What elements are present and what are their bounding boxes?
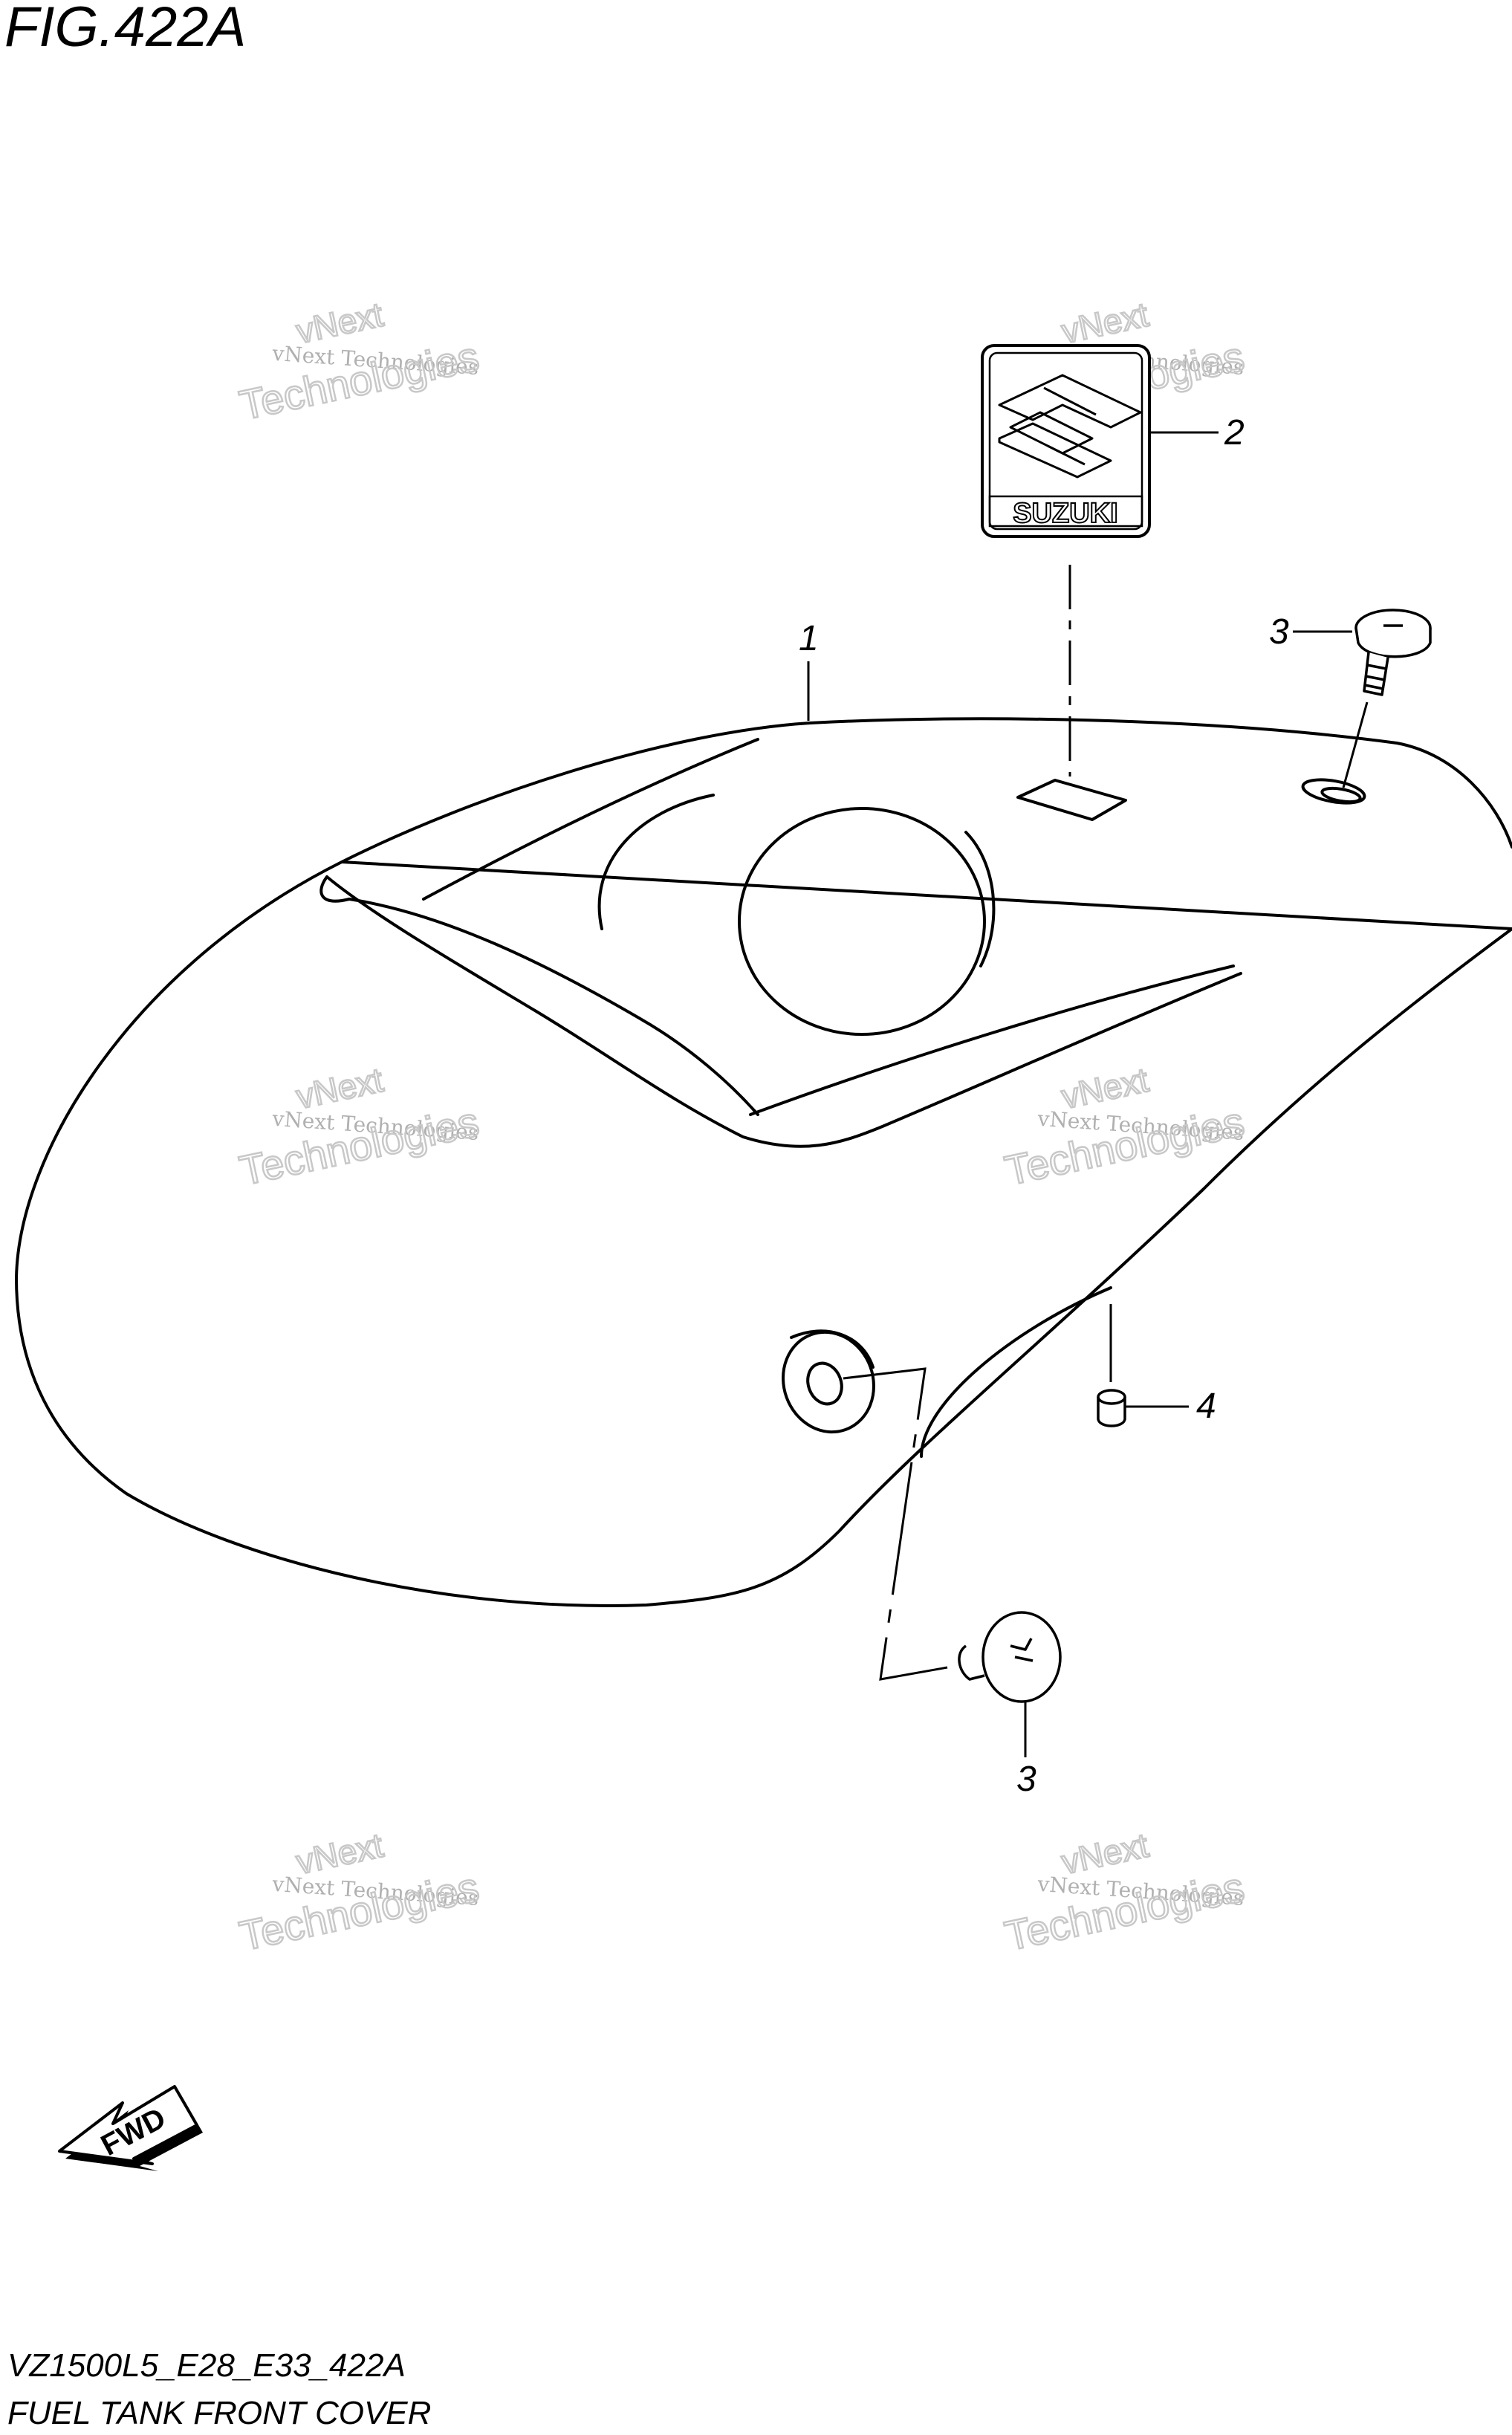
cover-center-dome-rim-right <box>964 831 996 967</box>
cover-center-dome-rim <box>597 794 715 930</box>
assembly-line-screw-bottom <box>843 1367 948 1681</box>
screw-top-thread <box>1364 664 1387 690</box>
suzuki-emblem[interactable]: SUZUKI <box>981 344 1151 538</box>
cover-ridge-left <box>348 898 759 1116</box>
callout-4: 4 <box>1196 1387 1216 1426</box>
screw-hole-top <box>1301 778 1366 805</box>
screw-hole-top-inner <box>1320 786 1362 804</box>
callout-2: 2 <box>1224 413 1245 453</box>
cover-inner-panel <box>325 875 1242 1148</box>
screw-bottom[interactable] <box>958 1611 1062 1703</box>
suzuki-s-logo-icon <box>998 374 1142 479</box>
watermark-big-text-1: vNext <box>1058 1060 1152 1116</box>
screw-top-shank <box>1363 652 1389 696</box>
emblem-text-plate <box>988 495 1143 528</box>
watermark-group: vNext Technologies vNext Technologies vN… <box>235 294 1249 1961</box>
emblem-recess <box>1016 779 1127 821</box>
cushion-body <box>1097 1397 1126 1427</box>
side-grommet <box>782 1330 875 1434</box>
cover-outline <box>15 717 1512 1607</box>
watermark-mr: vNext Technologies vNext Technologies <box>1000 1060 1249 1196</box>
cover-inner-panel-left <box>319 875 351 903</box>
watermark-big-text-1: vNext <box>1058 1826 1152 1881</box>
cover-center-dome <box>738 807 986 1036</box>
screw-top[interactable] <box>1354 609 1432 696</box>
cover-side-edge <box>920 1286 1112 1458</box>
cover-ridge-top <box>422 738 759 901</box>
screw-top-head-side <box>1354 627 1432 658</box>
watermark-tl: vNext Technologies vNext Technologies <box>235 294 484 430</box>
leader-lines <box>807 431 1369 1757</box>
assembly-line-screw-top <box>1342 701 1369 788</box>
watermark-br: vNext Technologies vNext Technologies <box>1000 1825 1249 1961</box>
side-grommet-inner <box>806 1361 843 1406</box>
figure-title: FIG.422A <box>4 0 246 59</box>
figure-caption: FUEL TANK FRONT COVER <box>7 2395 431 2431</box>
emblem-brand-text: SUZUKI <box>1013 498 1117 529</box>
screw-bottom-slot <box>1010 1638 1034 1662</box>
screw-bottom-tip <box>958 1644 985 1681</box>
callout-1: 1 <box>799 619 819 658</box>
forward-arrow-icon: FWD <box>58 2085 203 2171</box>
callout-3-bottom: 3 <box>1016 1760 1036 1799</box>
cushion-top <box>1097 1389 1126 1405</box>
watermark-ml: vNext Technologies vNext Technologies <box>235 1060 484 1196</box>
side-grommet-arc <box>790 1329 875 1369</box>
screw-bottom-head <box>981 1611 1062 1703</box>
model-code: VZ1500L5_E28_E33_422A <box>7 2347 406 2384</box>
watermark-big-text-1: vNext <box>293 1060 386 1116</box>
cushion[interactable] <box>1097 1389 1126 1427</box>
watermark-big-text-1: vNext <box>293 295 386 351</box>
fuel-tank-front-cover[interactable] <box>15 717 1512 1607</box>
cover-ridge-bottom <box>749 964 1235 1116</box>
watermark-bl: vNext Technologies vNext Technologies <box>235 1825 484 1961</box>
watermark-big-text-1: vNext <box>1058 295 1152 351</box>
emblem-inner <box>988 351 1143 531</box>
fwd-arrow-shape <box>58 2085 198 2165</box>
callout-3-top: 3 <box>1269 612 1289 652</box>
watermark-big-text-1: vNext <box>293 1826 386 1881</box>
